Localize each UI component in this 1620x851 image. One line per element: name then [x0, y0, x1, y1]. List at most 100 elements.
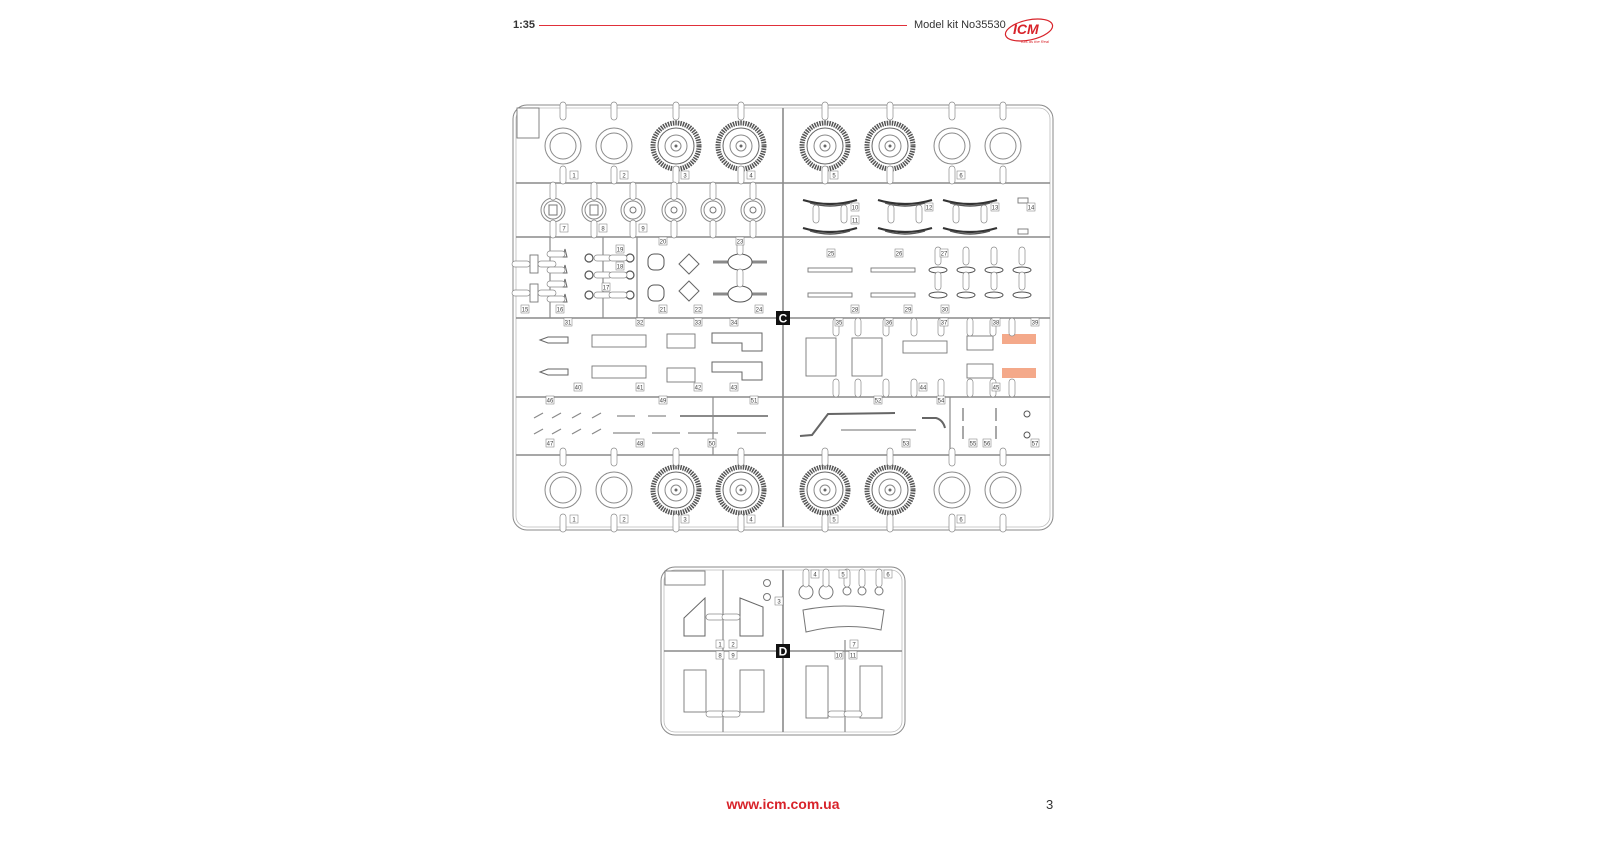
hub-outer — [700, 197, 726, 223]
sprue-gate — [737, 165, 745, 185]
sprue-c-part-number: 6 — [959, 174, 963, 180]
sprue-d-frame — [660, 566, 906, 736]
sprue-c-part-number: 27 — [941, 252, 948, 258]
lever-part — [571, 428, 582, 435]
tire-wall — [806, 127, 844, 165]
sprue-c-part-number: 29 — [905, 308, 912, 314]
leaf-spring — [942, 226, 998, 234]
sprue-c-part-number: 3 — [683, 518, 687, 524]
door-window-part — [739, 597, 764, 637]
part-number-box — [894, 248, 904, 258]
part-number-box — [940, 304, 950, 314]
sprue-d-part-number: 6 — [886, 573, 890, 579]
part-number-box — [829, 170, 839, 180]
door-panel-part — [805, 665, 829, 719]
wheel-hub — [819, 484, 831, 496]
part-number-box — [924, 202, 934, 212]
part-number-box — [810, 569, 820, 579]
sprue-c-part-number: 48 — [637, 442, 644, 448]
hub-part — [620, 197, 646, 223]
axle-flange-part — [678, 253, 700, 275]
sprue-gate — [559, 513, 567, 533]
sprue-d-part-number: 1 — [718, 643, 722, 649]
sprue-gate — [1008, 317, 1016, 337]
wheel-hub — [884, 140, 896, 152]
sprue-c-part-number: 12 — [926, 206, 933, 212]
sprue-gate — [910, 317, 918, 337]
part-number-box — [573, 382, 583, 392]
part-number-box — [834, 650, 844, 660]
sprue-c-part-number: 44 — [920, 386, 927, 392]
sprue-d-part-number: 4 — [813, 573, 817, 579]
sprue-c-part-number: 17 — [603, 286, 610, 292]
sprue-gate — [999, 101, 1007, 121]
part-number-box — [619, 170, 629, 180]
part-number-box — [658, 304, 668, 314]
wheel-hub — [884, 484, 896, 496]
sprue-gate — [990, 246, 998, 266]
svg-text:ICM: ICM — [1013, 21, 1039, 37]
website-link[interactable]: www.icm.com.ua — [726, 796, 840, 812]
axle-housing — [727, 253, 753, 271]
panel-part — [666, 333, 696, 349]
part-number-box — [991, 382, 1001, 392]
part-number-box — [884, 317, 894, 327]
spring-shackle — [1017, 197, 1029, 204]
sprue-gate — [511, 260, 531, 268]
lever-part — [533, 412, 544, 419]
wheel-part — [864, 120, 916, 172]
sprue-gate — [999, 513, 1007, 533]
part-number-box — [936, 395, 946, 405]
sprue-gate — [546, 295, 566, 303]
part-number-box — [728, 639, 738, 649]
sprue-gate — [821, 165, 829, 185]
wheel-rim — [878, 134, 902, 158]
sprue-gate — [966, 378, 974, 398]
hub-detail — [589, 204, 599, 216]
part-number-box — [693, 382, 703, 392]
wheel-center — [823, 144, 827, 148]
tire-ring-part — [595, 471, 633, 509]
sprue-gate — [980, 204, 988, 224]
chassis-crossmember — [851, 337, 883, 377]
hub-part — [700, 197, 726, 223]
tank-part — [591, 334, 647, 348]
sprue-c-part-number: 5 — [832, 518, 836, 524]
tire-ring-part — [984, 127, 1022, 165]
sprue-gate — [990, 271, 998, 291]
sprue-gate — [590, 219, 598, 239]
leaf-spring — [802, 226, 858, 234]
sprue-gate — [672, 101, 680, 121]
scale-label: 1:35 — [513, 19, 536, 31]
sprue-gate — [875, 568, 883, 588]
sprue-gate — [886, 101, 894, 121]
sprue-gate — [721, 710, 741, 718]
part-number-box — [838, 569, 848, 579]
wheel-center — [739, 144, 743, 148]
sprue-c-part-number: 54 — [938, 399, 945, 405]
wheel-part — [864, 464, 916, 516]
part-number-box — [555, 304, 565, 314]
sprue-gate — [549, 219, 557, 239]
part-number-box — [728, 650, 738, 660]
sprue-gate — [749, 219, 757, 239]
nut-part — [1023, 410, 1031, 418]
bracket-part — [1012, 291, 1032, 299]
part-number-box — [982, 438, 992, 448]
sprue-c-frame — [512, 104, 1054, 531]
sprue-c-part-number: 35 — [836, 321, 843, 327]
wheel-hub — [735, 484, 747, 496]
wheel-center — [888, 488, 892, 492]
sprue-gate — [840, 204, 848, 224]
sprue-c-part-number: 11 — [852, 219, 859, 225]
sprue-gate — [705, 613, 725, 621]
part-number-box — [1026, 202, 1036, 212]
sprue-c-part-number: 23 — [737, 240, 744, 246]
part-number-box — [615, 244, 625, 254]
sprue-c-part-number: 28 — [852, 308, 859, 314]
wheel-hub — [670, 140, 682, 152]
sprue-d-part-number: 10 — [836, 654, 843, 660]
sprue-c-part-number: 19 — [617, 248, 624, 254]
part-number-box — [990, 202, 1000, 212]
sprue-c-part-number: 16 — [557, 308, 564, 314]
